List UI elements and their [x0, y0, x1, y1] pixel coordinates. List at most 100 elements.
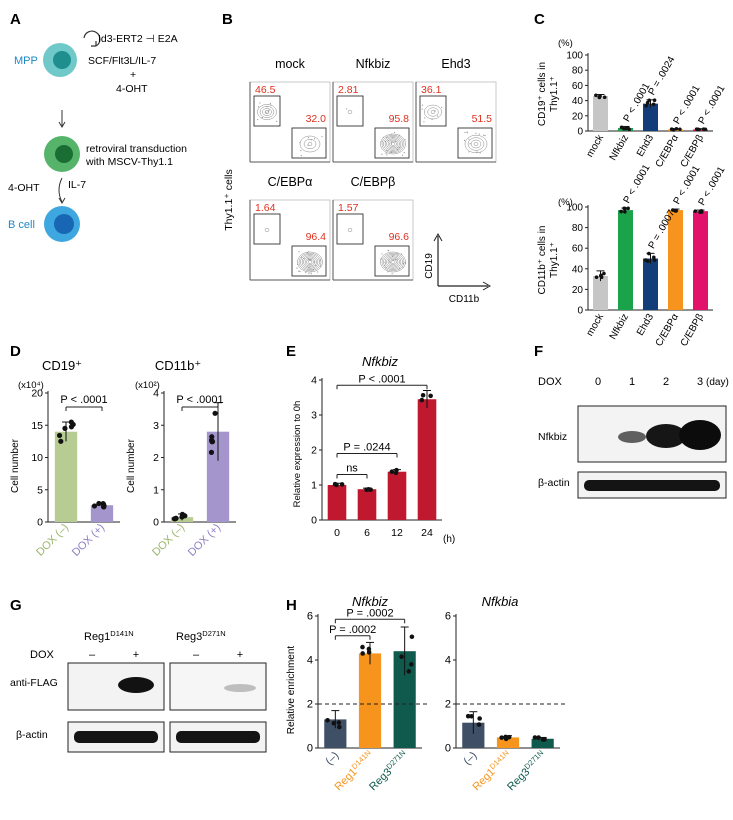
event-dot	[399, 268, 401, 270]
event-dot	[313, 261, 315, 263]
event-dot	[384, 262, 386, 264]
data-point	[56, 432, 63, 439]
self-renew-arrow-icon	[83, 30, 101, 47]
event-dot	[265, 111, 267, 113]
g-band-actin-reg1	[74, 731, 158, 743]
contour-ring	[381, 134, 405, 154]
data-point	[542, 737, 547, 742]
event-dot	[310, 273, 312, 275]
flow-plot-frame	[415, 81, 497, 163]
event-dot	[386, 154, 388, 156]
contour-ring	[257, 104, 277, 120]
y-tick-label: 2	[445, 699, 451, 711]
event-dot	[392, 260, 394, 262]
contour-ring	[427, 107, 439, 117]
h-right-title: Nfkbia	[482, 594, 519, 609]
unit-bottom: (%)	[558, 197, 573, 208]
y-tick-label: 1	[311, 480, 317, 492]
category-label: C/EBPα	[654, 133, 682, 170]
panel-letter-e: E	[286, 343, 296, 360]
category-label: Ehd3	[635, 312, 656, 338]
event-dot	[388, 259, 390, 261]
contour-ring	[384, 137, 402, 151]
y-tick-label: 1	[153, 484, 159, 496]
event-dot	[270, 104, 272, 106]
event-dot	[308, 272, 310, 274]
panel-c: C (%) CD19⁺ cells in Thy1.1⁺ 02040608010…	[534, 11, 728, 349]
event-dot	[391, 133, 393, 135]
event-dot	[395, 141, 397, 143]
contour-ring	[298, 252, 322, 272]
contour-ring	[380, 133, 406, 155]
data-point	[477, 716, 482, 721]
event-dot	[319, 259, 321, 261]
event-dot	[468, 151, 470, 153]
f-band-actin	[584, 480, 720, 491]
data-point	[652, 98, 657, 103]
transduced-cell-nucleus	[55, 145, 73, 163]
data-point	[208, 449, 215, 455]
y-tick-label: 40	[572, 264, 584, 275]
event-dot	[307, 144, 309, 146]
flow-plot-title: Ehd3	[441, 57, 470, 71]
event-dot	[398, 134, 401, 136]
f-dox-label: DOX	[538, 376, 563, 388]
panel-letter-a: A	[10, 11, 21, 28]
panel-h: H Nfkbiz Nfkbia Relative enrichment 0246…	[286, 594, 566, 793]
event-dot	[315, 264, 317, 266]
bar	[462, 722, 485, 748]
contour-ring	[301, 255, 319, 269]
contour-ring	[430, 110, 436, 114]
gate-value-bottom: 32.0	[306, 113, 327, 125]
culture-line-1: SCF/Flt3L/IL-7	[88, 55, 156, 67]
gate-cd19	[336, 213, 364, 245]
contour-ring	[464, 134, 488, 154]
bar	[327, 485, 347, 520]
contour-ring	[306, 258, 314, 266]
f-band-day1	[618, 431, 646, 443]
event-dot	[385, 152, 387, 154]
panel-letter-c: C	[534, 11, 545, 28]
y-tick-label: 2	[311, 445, 317, 457]
event-dot	[266, 106, 268, 108]
gate-cd19	[336, 95, 364, 127]
data-point	[652, 255, 656, 260]
event-dot	[313, 138, 316, 140]
y-tick-label: 0	[153, 517, 159, 529]
event-dot	[391, 137, 393, 139]
data-point	[503, 736, 509, 742]
data-point	[58, 438, 64, 444]
event-dot	[402, 263, 405, 265]
category-label: C/EBPβ	[679, 312, 707, 349]
event-dot	[298, 270, 300, 272]
id3-ert2-label: Id3-ERT2 ⊣ E2A	[98, 33, 178, 45]
e-ylabel: Relative expression to 0h	[292, 401, 303, 508]
flow-plot-title: Nfkbiz	[356, 57, 391, 71]
contour-ring	[262, 108, 272, 116]
y-tick-label: 40	[572, 96, 584, 107]
y-tick-label: 60	[572, 244, 584, 255]
flow-ylabel: Thy1.1⁺ cells	[223, 169, 235, 231]
event-dot	[310, 271, 312, 273]
category-label: 6	[364, 527, 370, 539]
data-point	[360, 644, 365, 650]
event-dot	[387, 250, 390, 252]
data-point	[419, 397, 425, 403]
y-tick-label: 0	[307, 743, 313, 755]
gate-cd11b	[374, 245, 410, 277]
contour-ring	[383, 136, 403, 152]
data-point	[626, 126, 630, 130]
event-dot	[296, 267, 298, 269]
il7-label: IL-7	[68, 179, 86, 191]
event-dot	[424, 117, 426, 119]
gate-value-bottom: 96.6	[389, 231, 410, 243]
event-dot	[269, 102, 272, 105]
event-dot	[391, 273, 393, 275]
y-tick-label: 6	[445, 611, 451, 623]
event-dot	[397, 149, 399, 151]
event-dot	[386, 137, 388, 139]
mpp-cell-nucleus	[53, 51, 71, 69]
